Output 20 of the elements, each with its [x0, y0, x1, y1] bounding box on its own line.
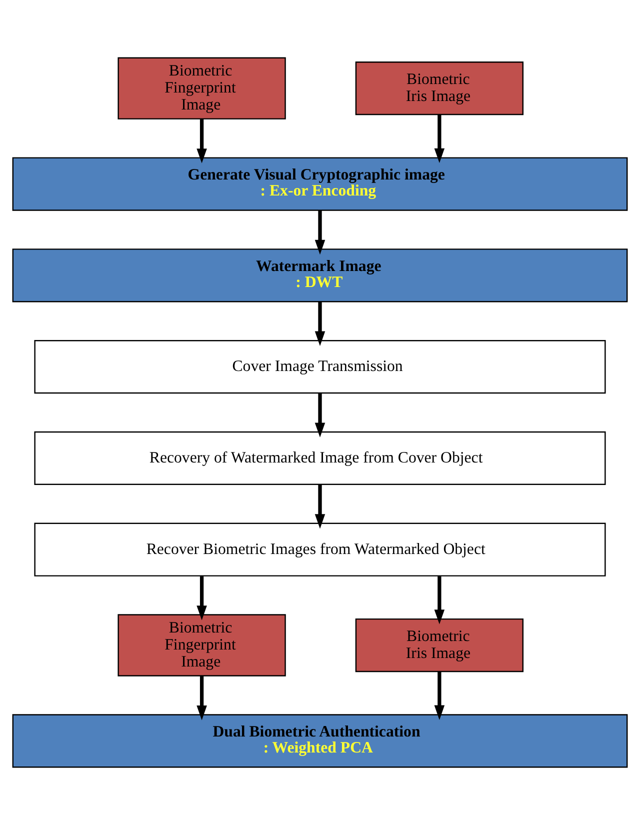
arrow	[434, 672, 445, 720]
arrow	[314, 210, 326, 255]
node-box: Recovery of Watermarked Image from Cover Object	[34, 431, 606, 485]
arrow	[434, 576, 445, 624]
arrow	[434, 115, 445, 164]
node-box: Generate Visual Cryptographic image : Ex-or Encoding	[12, 157, 628, 211]
node-box: Recover Biometric Images from Watermarked Object	[34, 522, 606, 576]
node-box: Biometric Fingerprint Image	[118, 614, 286, 676]
arrow	[196, 119, 207, 164]
node-box: Biometric Iris Image	[355, 618, 524, 672]
arrow	[196, 676, 207, 720]
arrow	[314, 393, 326, 438]
node-box: Biometric Iris Image	[355, 62, 524, 116]
arrow	[314, 302, 326, 346]
node-box: Dual Biometric Authentication : Weighted PCA	[12, 714, 628, 768]
arrow	[314, 484, 326, 529]
node-box: Cover Image Transmission	[34, 340, 606, 394]
arrow	[196, 576, 207, 620]
node-box: Watermark Image : DWT	[12, 248, 628, 302]
node-box: Biometric Fingerprint Image	[118, 57, 286, 120]
